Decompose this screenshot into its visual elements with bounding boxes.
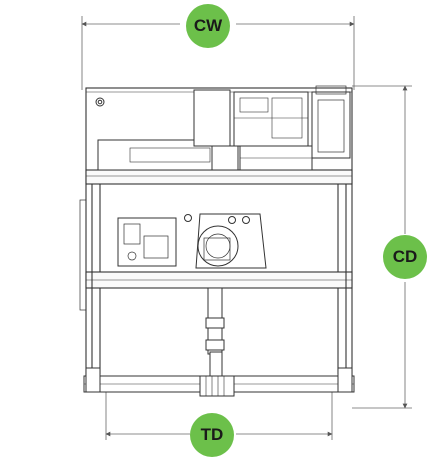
control-box (97, 139, 213, 171)
valve-assembly (117, 217, 177, 267)
cd-badge: CD (383, 235, 427, 279)
mounting-bolt-icon (95, 97, 105, 107)
base-toe (83, 367, 355, 397)
cw-badge: CW (186, 4, 230, 48)
mid-components (117, 213, 267, 269)
drain-fitting (199, 375, 235, 397)
dimension-lines (81, 16, 412, 440)
drain-hose (205, 287, 225, 379)
transformer-module (193, 89, 231, 147)
td-badge: TD (190, 413, 234, 457)
top-components (95, 85, 351, 171)
pump-icon (197, 225, 239, 267)
